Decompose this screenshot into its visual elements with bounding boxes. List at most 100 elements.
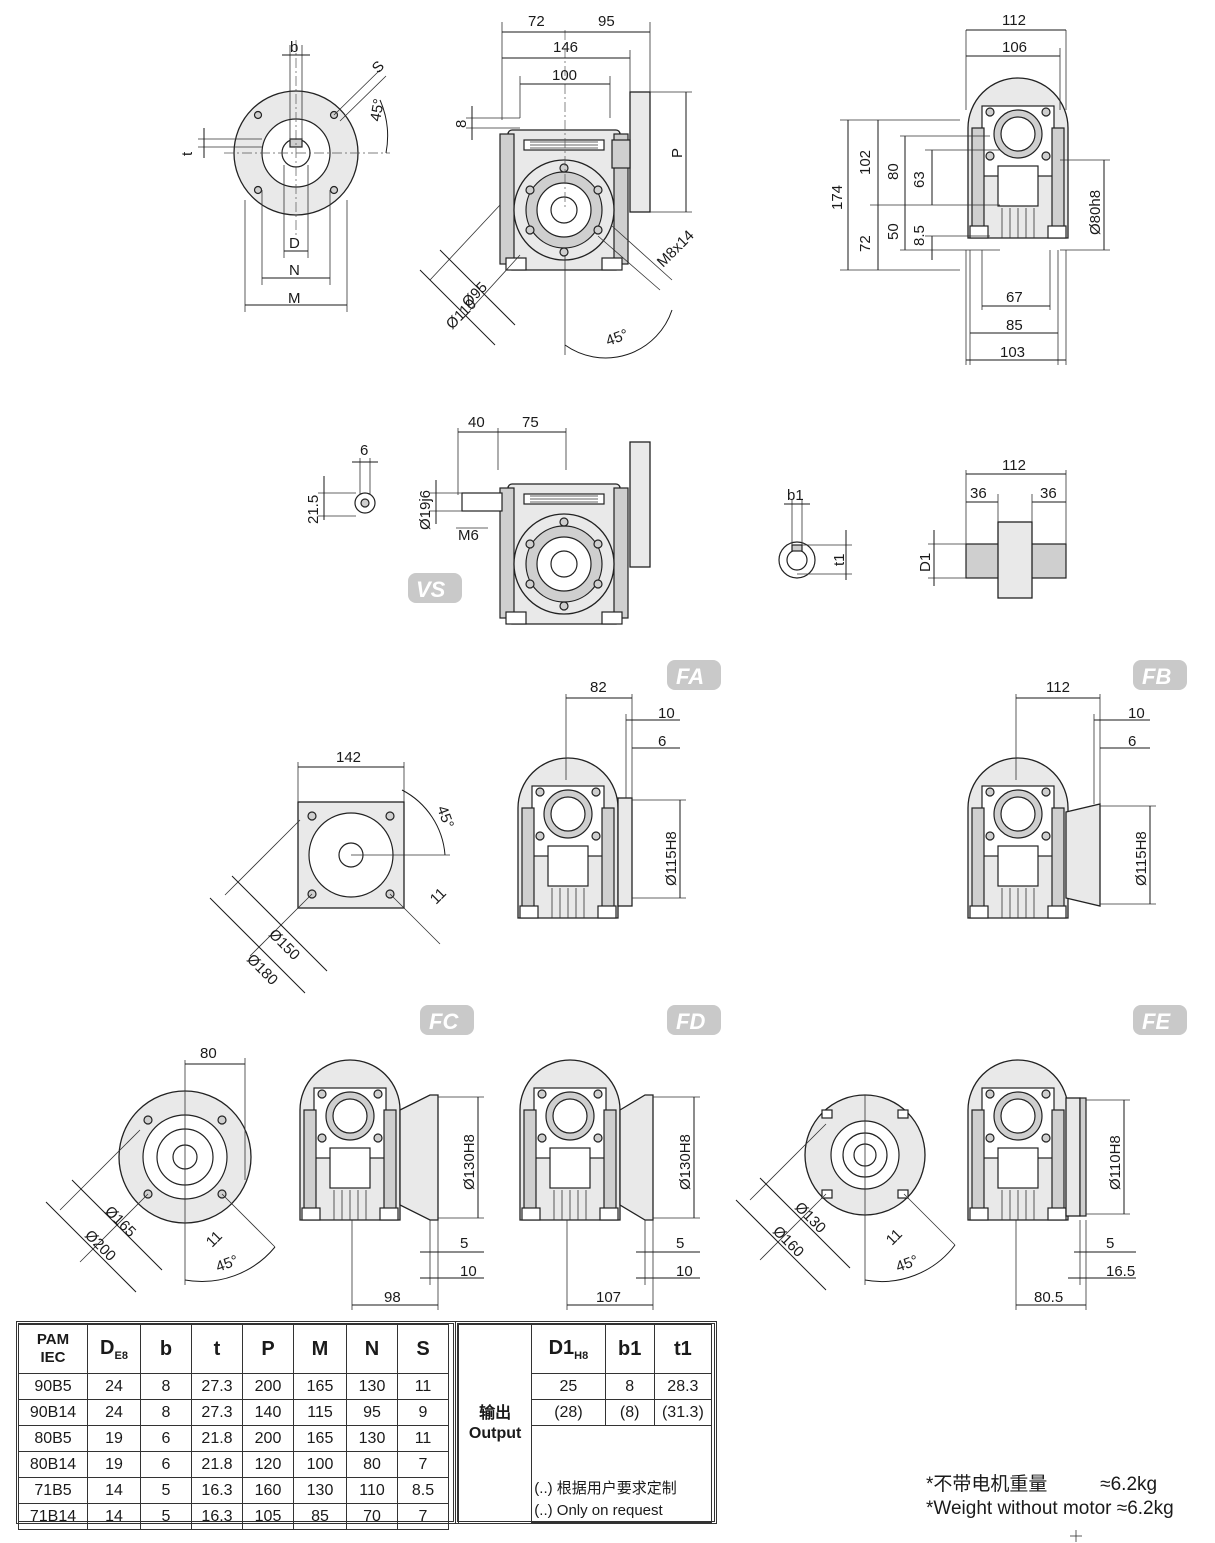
dim-m8x14: M8x14 (654, 227, 698, 271)
table-output-frame (455, 1321, 717, 1524)
dim-5-fc: 5 (460, 1235, 468, 1252)
badge-fc: FC (420, 1005, 474, 1035)
dim-80: 80 (885, 163, 902, 180)
th-d1: D1H8 (531, 1324, 606, 1374)
output-label-en: Output (468, 1424, 522, 1442)
output-bore-view (778, 500, 852, 580)
dim-6: 6 (360, 442, 368, 459)
dim-21-5: 21.5 (305, 495, 322, 524)
output-note-en: (..) Only on request (534, 1502, 663, 1519)
dim-m: M (288, 290, 301, 307)
th-t: t (191, 1324, 243, 1374)
dim-45-fa: 45° (433, 804, 457, 831)
dim-10-fa: 10 (658, 705, 675, 722)
cell: 85 (293, 1503, 347, 1530)
output-label: 输出 Output (457, 1324, 533, 1523)
table-output-note-row: (..) 根据用户要求定制 (..) Only on request (459, 1425, 712, 1523)
dim-98: 98 (384, 1289, 401, 1306)
dim-p: P (669, 148, 686, 158)
dim-80-fc: 80 (200, 1045, 217, 1062)
dim-82: 82 (590, 679, 607, 696)
cell: 24 (87, 1373, 141, 1400)
dim-45-b: 45° (604, 326, 631, 350)
cell: 95 (346, 1399, 398, 1426)
cell: 19 (87, 1425, 141, 1452)
cell: 28.3 (653, 1373, 713, 1400)
dim-b: b (290, 39, 298, 56)
dim-phi115h8-fa: Ø115H8 (663, 831, 680, 886)
th-pam: PAM (36, 1331, 70, 1348)
dim-36-b: 36 (1040, 485, 1057, 502)
dim-72-side: 72 (857, 235, 874, 252)
dim-36-a: 36 (970, 485, 987, 502)
cell: 27.3 (191, 1399, 243, 1426)
dim-d1: D1 (917, 553, 934, 572)
dim-102: 102 (857, 150, 874, 175)
dim-100: 100 (552, 67, 577, 84)
th-d-letter: D (100, 1336, 115, 1359)
badge-fd-label: FD (676, 1009, 705, 1034)
crosshair-icon (1070, 1530, 1082, 1542)
dim-16-5: 16.5 (1106, 1263, 1135, 1280)
badge-vs-label: VS (416, 577, 446, 602)
cell: 19 (87, 1451, 141, 1478)
cell: 70 (346, 1503, 398, 1530)
dim-6-fa: 6 (658, 733, 666, 750)
dim-phi80h8: Ø80h8 (1087, 190, 1104, 235)
cell: 160 (242, 1477, 294, 1504)
badge-fe-label: FE (1142, 1009, 1171, 1034)
dim-112-fb: 112 (1046, 679, 1070, 696)
dim-40: 40 (468, 414, 485, 431)
th-p: P (242, 1324, 294, 1374)
cell: 100 (293, 1451, 347, 1478)
weight-note: *不带电机重量 ≈6.2kg *Weight without motor ≈6.… (926, 1473, 1174, 1521)
dim-67: 67 (1006, 289, 1023, 306)
th-iec: IEC (40, 1349, 66, 1366)
dim-45-fc: 45° (214, 1252, 241, 1276)
cell: 8 (604, 1373, 655, 1400)
fa-flange-view (209, 762, 450, 994)
cell: 16.3 (191, 1503, 243, 1530)
dim-phi200: Ø200 (81, 1227, 119, 1265)
dim-phi180: Ø180 (243, 951, 281, 989)
fe-side-view (967, 1059, 1136, 1310)
dim-8: 8 (453, 120, 470, 128)
dim-10-fc: 10 (460, 1263, 477, 1280)
cell: 90B14 (18, 1399, 88, 1426)
cell: 7 (397, 1503, 449, 1530)
cell: 200 (242, 1373, 294, 1400)
dim-8-5: 8.5 (911, 225, 928, 246)
cell: 140 (242, 1399, 294, 1426)
cell: 165 (293, 1425, 347, 1452)
th-n: N (346, 1324, 398, 1374)
dim-m6: M6 (458, 527, 479, 544)
cell: 8 (140, 1399, 192, 1426)
th-s: S (397, 1324, 449, 1374)
dim-45-a: 45° (367, 97, 388, 122)
dim-11-fa: 11 (427, 885, 450, 908)
cell: 130 (346, 1373, 398, 1400)
dim-142: 142 (336, 749, 361, 766)
dim-63: 63 (911, 171, 928, 188)
dim-72: 72 (528, 13, 545, 30)
cell: 80 (346, 1451, 398, 1478)
dim-phi160: Ø160 (769, 1223, 807, 1261)
output-note: (..) 根据用户要求定制 (..) Only on request (531, 1425, 712, 1523)
output-note-cn: (..) 根据用户要求定制 (534, 1480, 677, 1497)
dim-103: 103 (1000, 344, 1025, 361)
cell: 21.8 (191, 1425, 243, 1452)
cell: 5 (140, 1477, 192, 1504)
badge-fd: FD (667, 1005, 721, 1035)
dim-80-5: 80.5 (1034, 1289, 1063, 1306)
dim-146: 146 (553, 39, 578, 56)
cell: 8 (140, 1373, 192, 1400)
cell: 5 (140, 1503, 192, 1530)
dim-107: 107 (596, 1289, 621, 1306)
dim-85: 85 (1006, 317, 1023, 334)
th-b: b (140, 1324, 192, 1374)
